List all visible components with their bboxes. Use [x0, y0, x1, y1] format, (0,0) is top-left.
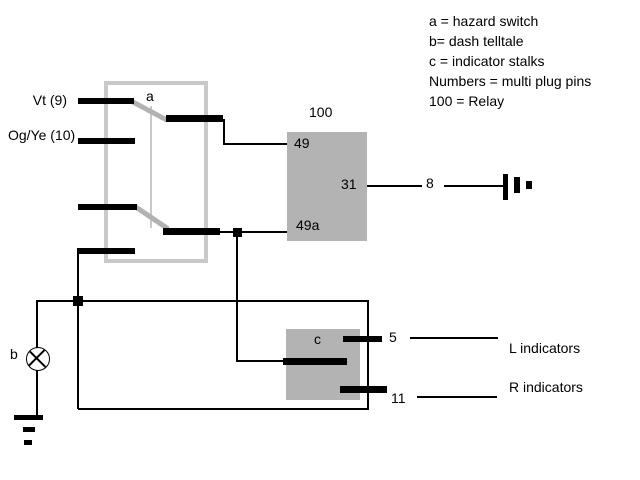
- wire-rail-bottom: [78, 408, 369, 410]
- legend-line-dash-telltale: b= dash telltale: [429, 33, 524, 49]
- label-vt-9: Vt (9): [32, 92, 67, 108]
- ground-icon-bar-2: [23, 427, 35, 432]
- stalk-bar-common: [283, 358, 347, 365]
- ground-icon-bar-1: [14, 415, 43, 420]
- contact-bar-mid-input: [78, 204, 137, 210]
- ground-icon-bar-3: [24, 440, 32, 445]
- switch-coupling-line: [150, 106, 152, 228]
- wire-telltale-down: [36, 300, 38, 348]
- relay-pin-31: 31: [341, 176, 357, 192]
- stalk-bar-pin11: [340, 386, 387, 393]
- wire-31-to-8: [367, 185, 422, 187]
- label-ogye-10: Og/Ye (10): [8, 127, 76, 143]
- wire-8-to-ground: [444, 185, 503, 187]
- pin-11-label: 11: [391, 390, 406, 406]
- contact-bar-top-output: [166, 115, 223, 122]
- wire-to-relay-49a: [220, 231, 287, 233]
- wire-11-to-right-indicators: [417, 396, 497, 398]
- switch-label-a: a: [146, 88, 154, 104]
- telltale-lamp-icon: [26, 347, 50, 371]
- relay-pin-49a: 49a: [296, 217, 320, 233]
- pin-8-label: 8: [426, 175, 434, 191]
- wire-into-stalks-common: [236, 360, 286, 362]
- junction-dot-telltale: [73, 296, 83, 306]
- ground-right-icon-bar-3: [526, 181, 532, 189]
- legend-line-hazard-switch: a = hazard switch: [429, 13, 539, 29]
- wire-junction-to-stalks: [236, 233, 238, 362]
- contact-bar-vt9: [78, 98, 134, 104]
- wire-switch-output-down: [223, 119, 225, 145]
- ground-right-icon-bar-2: [514, 177, 520, 193]
- legend-line-indicator-stalks: c = indicator stalks: [429, 53, 545, 69]
- wire-5-to-left-indicators: [410, 337, 498, 339]
- contact-bar-ogye10: [78, 138, 135, 144]
- legend-block: a = hazard switch b= dash telltale c = i…: [429, 11, 591, 111]
- relay-title-100: 100: [309, 104, 333, 120]
- legend-line-plug-pins: Numbers = multi plug pins: [429, 73, 592, 89]
- contact-bar-lower: [77, 248, 135, 254]
- wire-to-relay-49: [223, 143, 287, 145]
- legend-line-relay: 100 = Relay: [429, 93, 505, 109]
- relay-pin-49: 49: [294, 135, 310, 151]
- wire-rail-top: [78, 300, 369, 302]
- relay-box: [287, 132, 367, 241]
- wire-left-rail-vertical: [77, 253, 79, 409]
- wire-rail-right: [367, 300, 369, 410]
- output-label-left-indicators: L indicators: [509, 340, 581, 356]
- pin-5-label: 5: [389, 329, 397, 345]
- junction-dot-49a: [233, 228, 242, 237]
- output-label-right-indicators: R indicators: [509, 379, 583, 395]
- stalks-label-c: c: [314, 331, 321, 347]
- contact-bar-bottom-output: [163, 228, 220, 235]
- wire-telltale-to-ground: [36, 369, 38, 417]
- telltale-label-b: b: [10, 346, 18, 362]
- wire-telltale-branch: [37, 300, 78, 302]
- stalk-bar-pin5: [343, 336, 382, 342]
- ground-right-icon-bar-1: [503, 174, 508, 200]
- hazard-switch-box: [104, 81, 208, 263]
